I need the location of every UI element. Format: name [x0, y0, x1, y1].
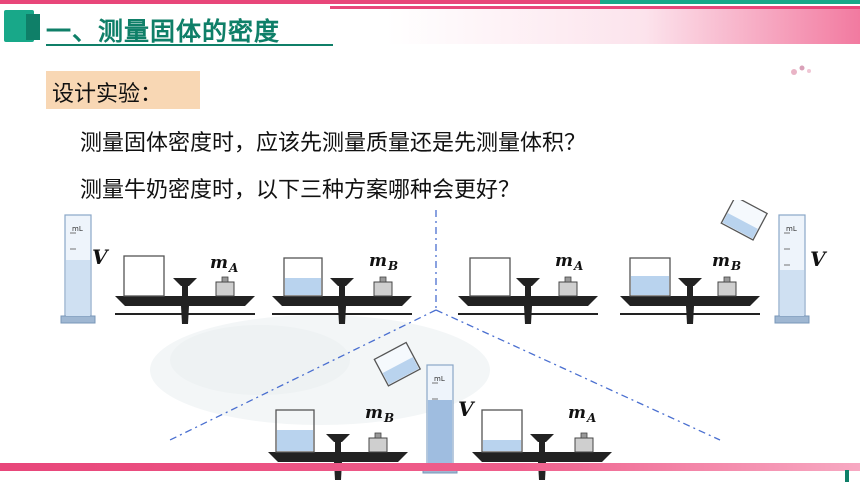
top-accent-bar — [0, 0, 860, 4]
question-2: 测量牛奶密度时，以下三种方案哪种会更好？ — [80, 178, 521, 203]
title-marker-inner — [26, 14, 40, 40]
header-stripe — [330, 6, 860, 9]
cylinder-unit: mL — [786, 225, 797, 233]
mass-subscript: A — [586, 411, 596, 425]
scheme-3: mL V m B m A — [267, 341, 613, 480]
mass-label: m — [210, 253, 228, 273]
corner-flowers-icon — [791, 65, 811, 75]
top-accent-pink — [0, 0, 600, 4]
title-underline — [46, 44, 333, 46]
slide-title: 一、测量固体的密度 — [46, 17, 281, 46]
question-1: 测量固体密度时，应该先测量质量还是先测量体积？ — [80, 131, 587, 156]
header-band — [0, 6, 860, 44]
scheme-1: mL V m A m B — [60, 214, 413, 325]
volume-label: V — [92, 245, 110, 269]
volume-label: V — [810, 247, 828, 271]
bottom-right-marker — [845, 470, 849, 482]
mass-subscript: A — [228, 261, 238, 275]
mass-label: m — [568, 403, 586, 423]
top-accent-teal — [600, 0, 860, 4]
mass-label: m — [365, 403, 383, 423]
section-label: 设计实验： — [52, 82, 163, 107]
scheme-2: m A m B mL V — [457, 200, 828, 325]
mass-subscript: A — [573, 259, 583, 273]
section-label-box — [46, 71, 200, 109]
mass-label: m — [555, 251, 573, 271]
divider-right — [435, 309, 721, 441]
bottom-accent-bar — [0, 463, 860, 471]
volume-label: V — [458, 397, 476, 421]
experiment-diagram: mL V m A m B m A m B mL V — [60, 200, 828, 480]
cylinder-unit: mL — [72, 225, 83, 233]
cylinder-unit: mL — [434, 375, 445, 383]
mass-label: m — [369, 251, 387, 271]
mass-subscript: B — [730, 259, 741, 273]
mass-subscript: B — [387, 259, 398, 273]
divider-left — [169, 309, 437, 441]
mass-label: m — [712, 251, 730, 271]
mass-subscript: B — [383, 411, 394, 425]
